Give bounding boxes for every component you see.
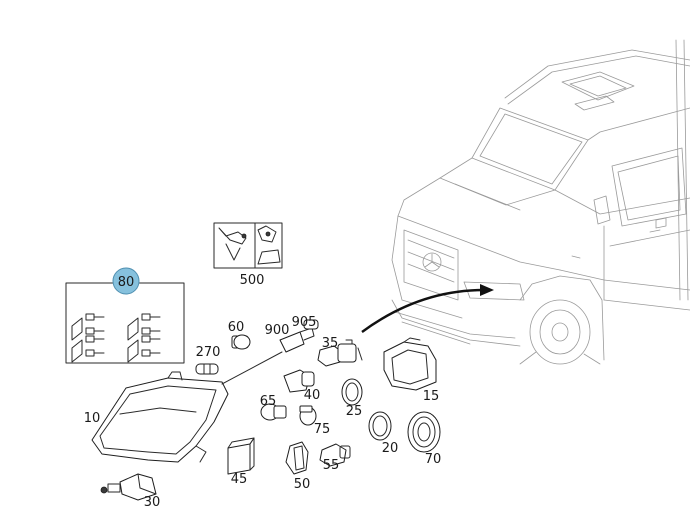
pointer-arrow-head (480, 284, 494, 296)
callout-40: 40 (304, 388, 321, 403)
callout-500: 500 (240, 273, 265, 288)
part-900-socket[interactable] (279, 327, 315, 353)
callout-35: 35 (322, 336, 339, 351)
part-40-bulb-socket[interactable] (283, 369, 315, 393)
part-500-adjuster-tool-kit[interactable] (213, 222, 283, 269)
van-illustration (391, 39, 690, 365)
callout-900: 900 (265, 323, 290, 338)
callout-10: 10 (84, 411, 101, 426)
part-270-bulb[interactable] (195, 363, 219, 375)
callout-15: 15 (423, 389, 440, 404)
part-80-screw-set[interactable] (65, 282, 185, 364)
callout-20: 20 (382, 441, 399, 456)
callout-70: 70 (425, 452, 442, 467)
part-50-bulb-socket[interactable] (285, 441, 309, 475)
part-30-leveling-actuator[interactable] (100, 473, 157, 501)
part-10-headlamp-housing[interactable] (91, 351, 283, 463)
callout-65: 65 (260, 394, 277, 409)
callout-55: 55 (323, 458, 340, 473)
part-15-rear-cover[interactable] (383, 337, 437, 391)
callout-905: 905 (292, 315, 317, 330)
part-55-bulb[interactable] (319, 443, 351, 467)
part-75-bulb[interactable] (299, 405, 317, 426)
callout-80-highlight (112, 267, 140, 295)
part-35-h7-bulb[interactable] (317, 339, 363, 367)
part-905-bulb[interactable] (303, 319, 319, 330)
callout-50: 50 (294, 477, 311, 492)
part-20-seal-ring[interactable] (368, 411, 392, 441)
callout-25: 25 (346, 404, 363, 419)
part-45-control-unit[interactable] (227, 437, 255, 475)
callout-30: 30 (144, 495, 161, 510)
callout-80: 80 (118, 275, 135, 290)
part-60-bulb[interactable] (231, 334, 251, 350)
callout-270: 270 (196, 345, 221, 360)
part-25-retaining-ring[interactable] (341, 378, 363, 406)
part-70-cover-cap[interactable] (407, 411, 441, 453)
part-65-bulb[interactable] (260, 403, 287, 421)
callout-45: 45 (231, 472, 248, 487)
screw-set-items (71, 313, 161, 363)
callout-75: 75 (314, 422, 331, 437)
pointer-arrow (361, 288, 485, 333)
callout-labels: 80 500 905 900 60 270 35 15 40 25 65 10 … (84, 273, 442, 510)
callout-60: 60 (228, 320, 245, 335)
